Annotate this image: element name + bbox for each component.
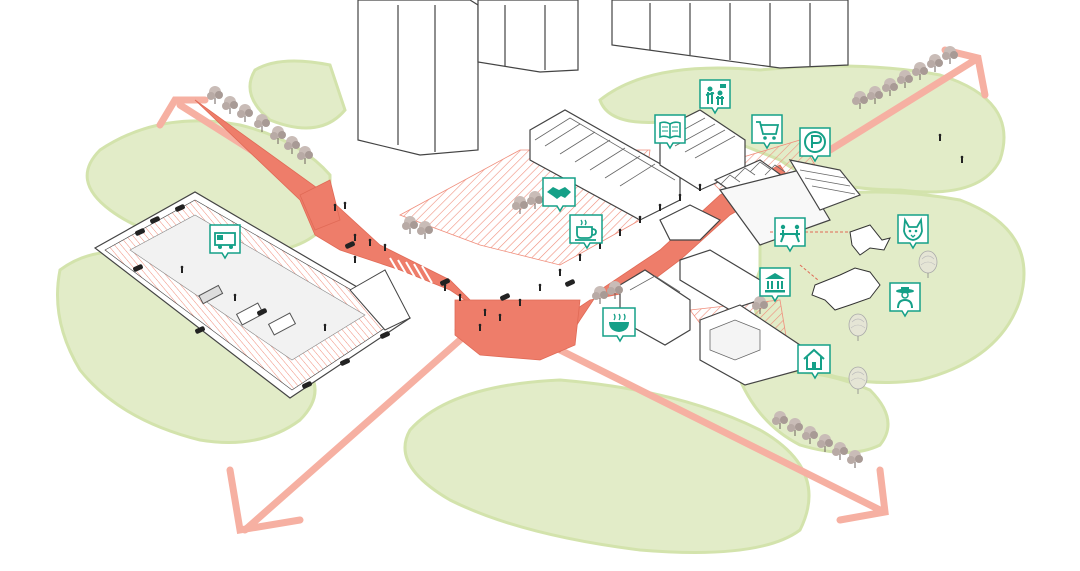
parking-garage [93, 191, 412, 399]
tower-block-west-annex [477, 0, 579, 73]
tower-blocks [357, 0, 849, 156]
coffee-cup-icon [569, 214, 603, 250]
people-talking-icon [699, 79, 731, 115]
tower-block-west [357, 0, 479, 156]
gardener-icon [889, 282, 921, 318]
book-icon [654, 114, 686, 150]
food-bowl-icon [602, 307, 636, 343]
shopping-cart-icon [751, 114, 783, 150]
museum-icon [759, 267, 791, 303]
museum-building [679, 249, 761, 311]
house-icon [797, 344, 831, 380]
main-pedestrian-route [194, 99, 791, 361]
picnic-table-icon [774, 217, 806, 253]
pavilion [659, 204, 722, 241]
crosswalk [389, 257, 433, 284]
parking-lot-east [788, 159, 861, 211]
green-space-north [248, 59, 347, 130]
parking-icon [799, 127, 831, 163]
handshake-icon [542, 177, 576, 213]
camper-van-icon [209, 224, 241, 260]
dog-icon [897, 214, 929, 250]
icon-callouts [209, 79, 929, 380]
green-space-south [403, 378, 811, 554]
